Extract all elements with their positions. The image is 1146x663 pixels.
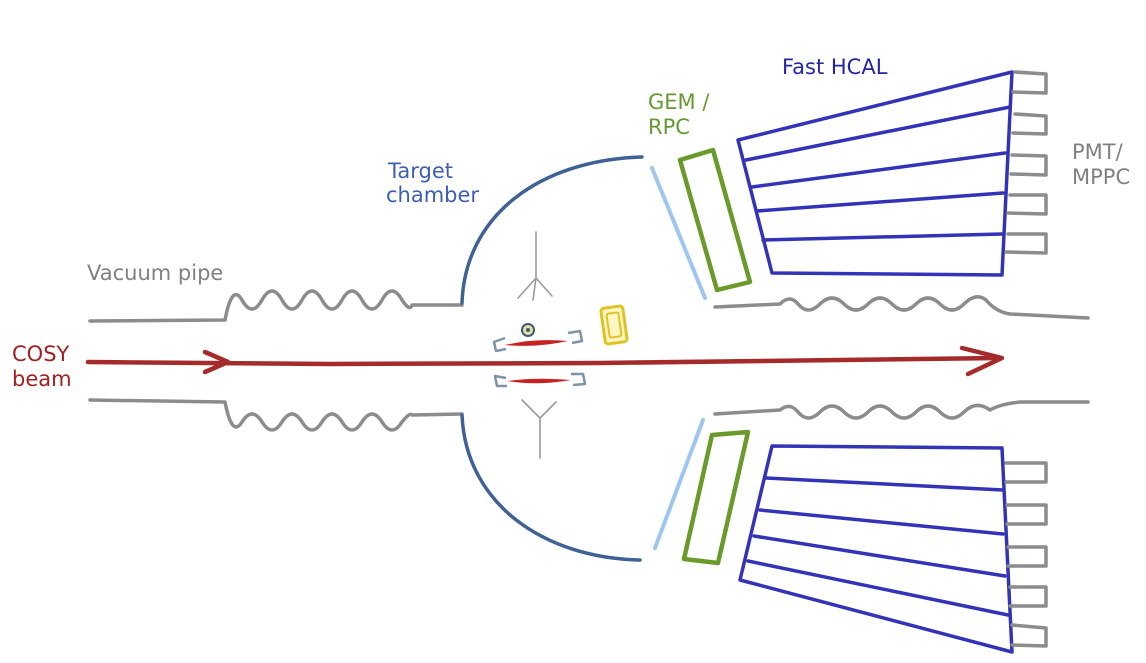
gem-rpc-box-upper [677, 147, 753, 293]
hcal-upper-layer [744, 105, 1012, 162]
pmt-tube [1004, 232, 1048, 255]
hcal-lower-layer [758, 508, 1005, 536]
gem-rpc-label-line1: GEM / [648, 90, 710, 114]
beam-arrow-head-1 [202, 349, 231, 375]
gem-rpc-lower [653, 418, 751, 566]
pmt-tube [1006, 545, 1048, 568]
upper-vane [517, 231, 553, 301]
target-chamber [460, 155, 644, 562]
vacuum-pipe-label: Vacuum pipe [87, 261, 223, 285]
beam-arrow-head-2 [959, 345, 1005, 377]
beam-line [85, 355, 1003, 367]
hcal-upper-layer [750, 151, 1007, 189]
pmt-mppc-label-line1: PMT/ [1072, 140, 1124, 164]
lower-clamp-left [493, 374, 507, 388]
vacuum-pipe-left-upper [88, 289, 464, 323]
vacuum-pipe-left-lower [88, 398, 464, 432]
gem-rpc-box-lower [681, 429, 751, 566]
target-assembly [492, 231, 629, 459]
pmt-tube [1004, 461, 1048, 484]
hcal-lower-outline [738, 444, 1014, 654]
target-sample-icon [599, 304, 629, 346]
hcal-lower-layer [752, 534, 1007, 578]
upper-clamp-left [492, 336, 507, 353]
upper-clamp-right [567, 329, 584, 345]
pmt-tube [1011, 70, 1048, 95]
vacuum-pipe-right-upper [713, 295, 1090, 320]
hcal-lower-layer [764, 476, 1005, 492]
pmt-mppc-lower [1004, 461, 1048, 648]
cosy-beam-label-line1: COSY [12, 342, 70, 366]
lower-clamp-right [571, 372, 587, 387]
lower-vane [521, 399, 557, 459]
pmt-tube [1011, 112, 1048, 136]
target-chamber-upper-wall [460, 155, 644, 305]
target-chamber-label-line2: chamber [386, 183, 479, 207]
vacuum-pipe-left [88, 289, 464, 432]
lower-target-strip [507, 378, 571, 384]
hcal-upper-layer [755, 191, 1005, 213]
pmt-tube [1009, 153, 1048, 177]
cosy-beam [85, 345, 1005, 377]
gem-inner-plane-lower [653, 418, 705, 550]
fast-hcal-lower [738, 444, 1014, 654]
vacuum-pipe-right [713, 295, 1090, 420]
gem-inner-plane-upper [650, 166, 707, 300]
hcal-upper-layer [761, 232, 1004, 242]
target-chamber-lower-wall [460, 413, 642, 562]
cosy-beam-label-line2: beam [12, 367, 72, 391]
pmt-tube [1005, 503, 1048, 526]
pmt-tube [1008, 585, 1048, 608]
gem-rpc-upper [650, 147, 753, 300]
upper-target-strip [505, 340, 568, 346]
fast-hcal-upper [736, 70, 1014, 277]
pmt-tube [1010, 623, 1048, 648]
gem-rpc-label-line2: RPC [648, 115, 690, 139]
fast-hcal-label: Fast HCAL [782, 55, 888, 79]
pmt-mppc-upper [1004, 70, 1048, 255]
pmt-tube [1006, 193, 1048, 216]
pmt-mppc-label-line2: MPPC [1072, 165, 1130, 189]
hcal-lower-layer [746, 559, 1010, 617]
hcal-upper-outline [736, 70, 1014, 277]
target-chamber-label-line1: Target [387, 159, 453, 183]
vacuum-pipe-right-lower [713, 400, 1090, 420]
target-point-core [526, 328, 530, 332]
